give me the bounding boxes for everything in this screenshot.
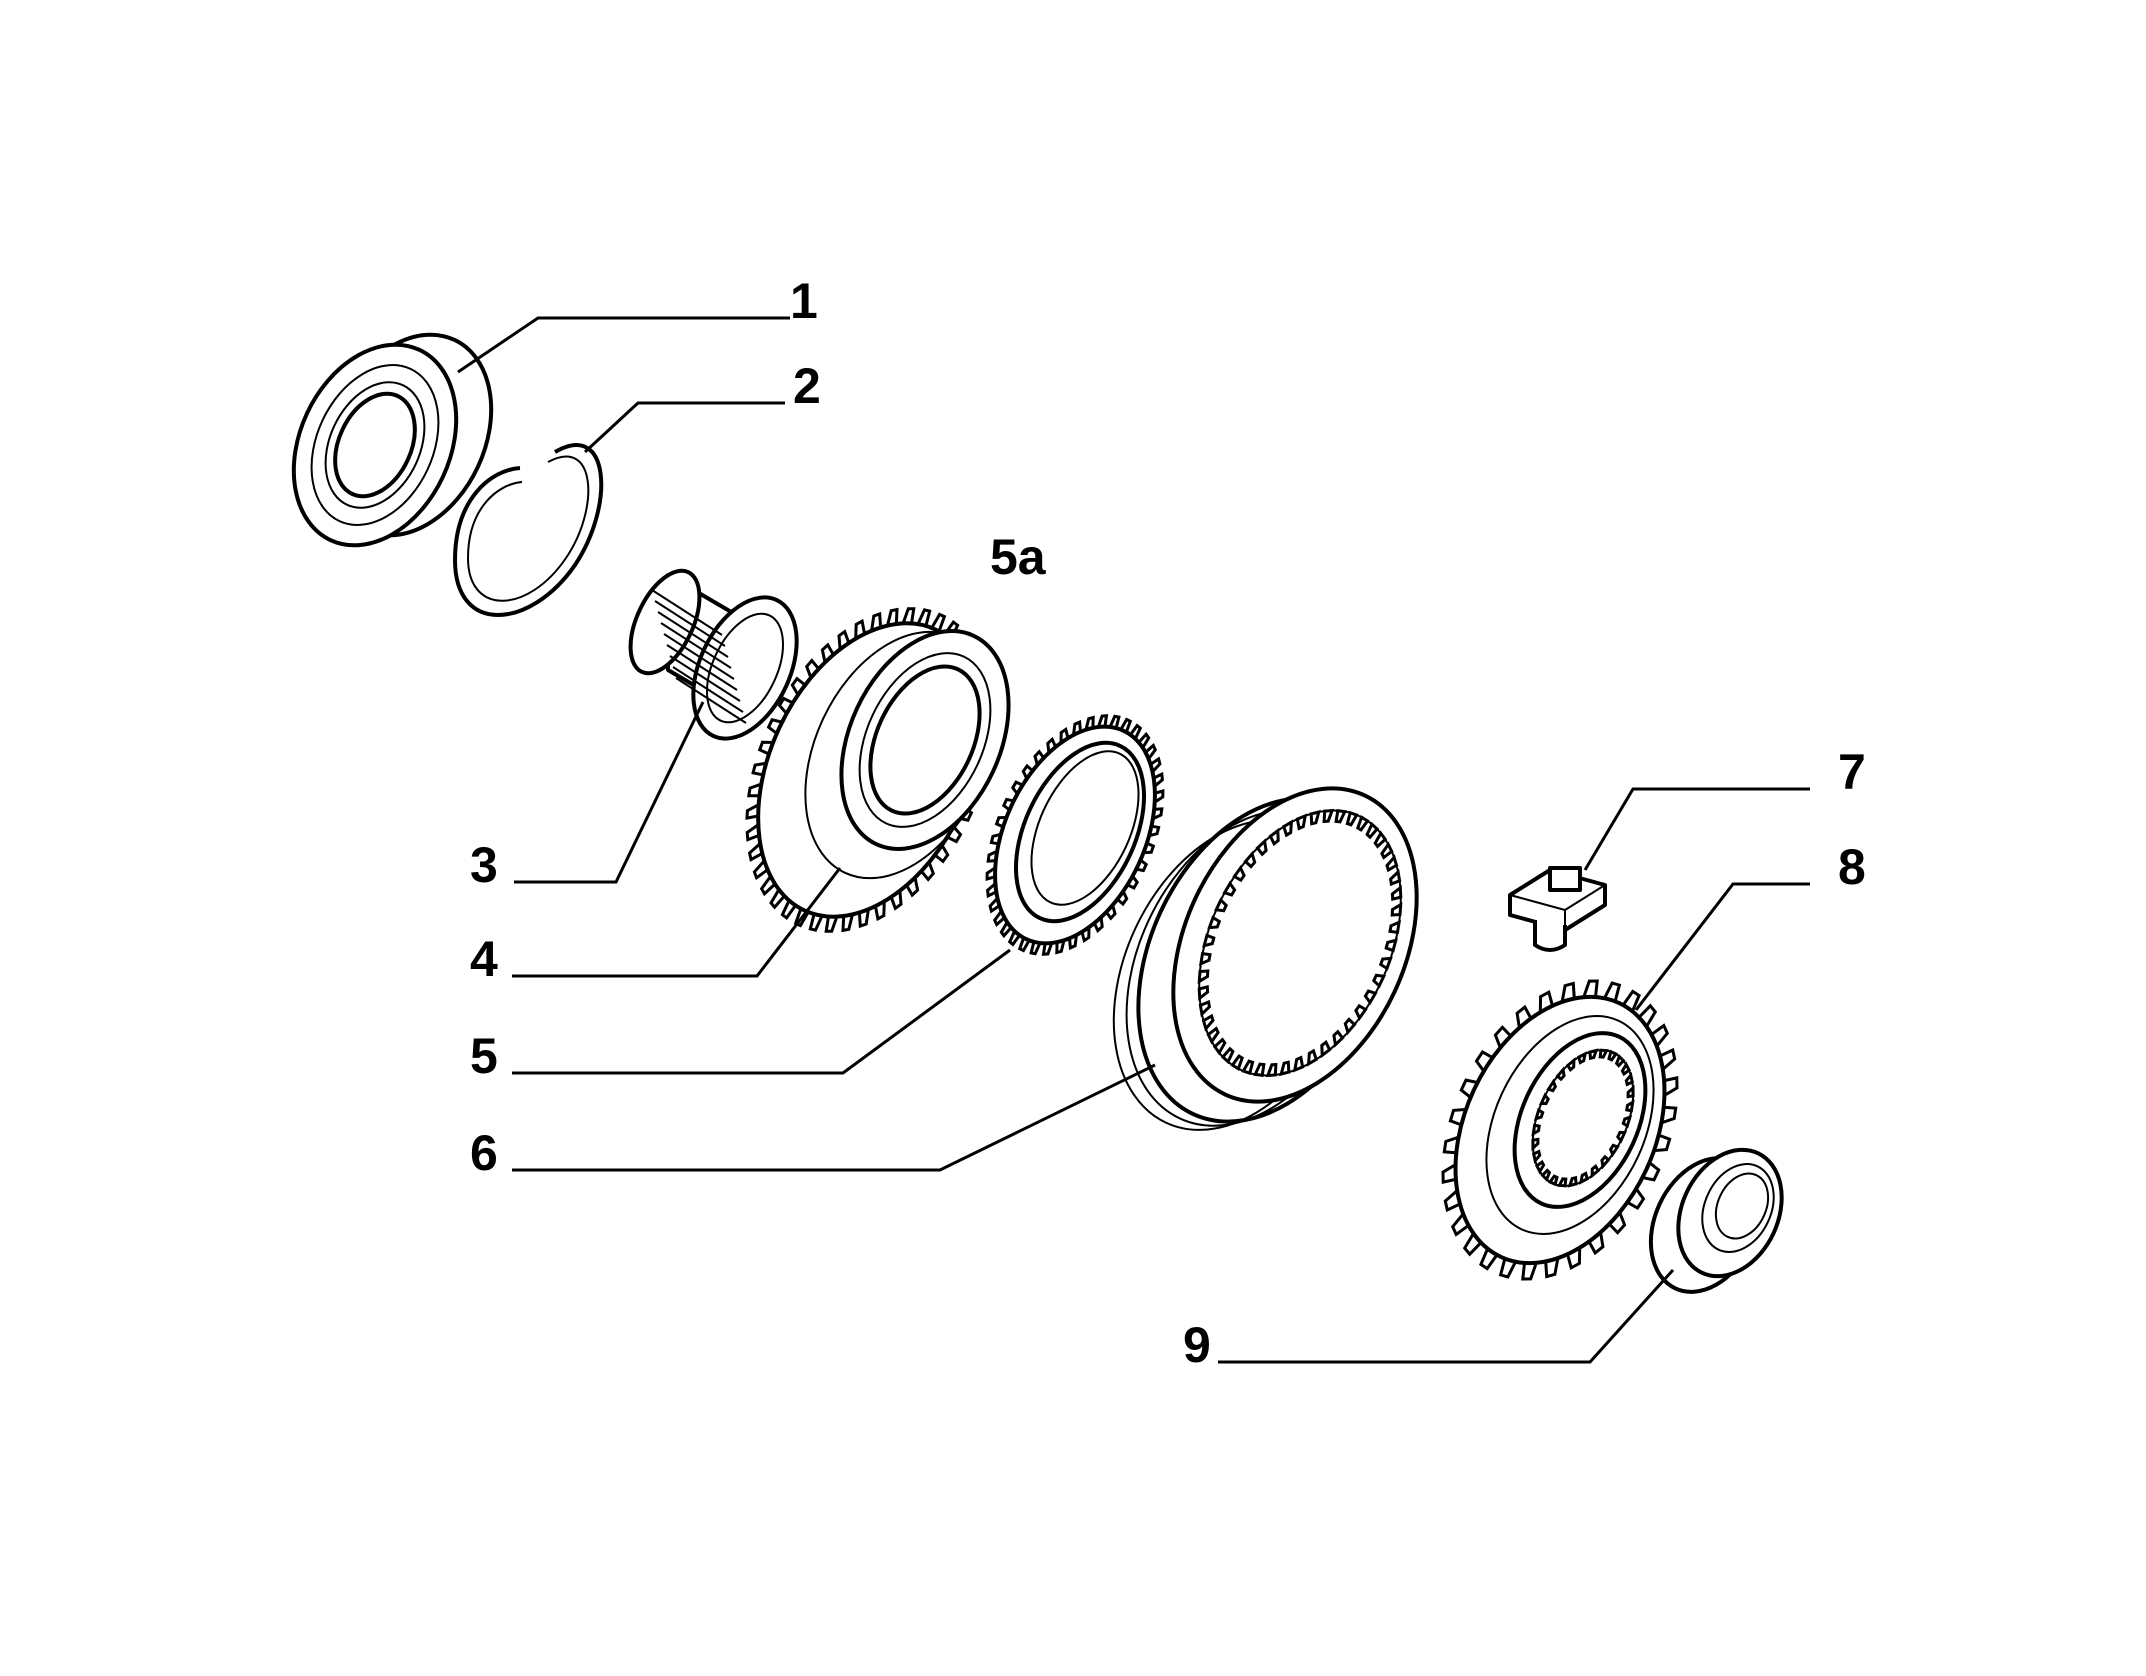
needle-lines — [651, 589, 747, 724]
part-4-gear — [745, 607, 1011, 933]
callout-8: 9 — [1183, 1317, 1211, 1373]
leader-1 — [457, 316, 790, 374]
callout-labels: 1 2 3 4 5 5a 6 7 8 9 — [470, 273, 1866, 1373]
part-6-sleeve — [1112, 786, 1419, 1131]
leader-3 — [514, 701, 705, 884]
leader-7 — [1583, 787, 1810, 871]
part-7-key — [1508, 866, 1607, 952]
callout-6: 6 — [470, 1125, 498, 1181]
part-2-snap-ring — [453, 443, 604, 617]
leader-4 — [512, 867, 842, 978]
callout-2: 2 — [793, 358, 821, 414]
part-8-nut — [1648, 1147, 1784, 1294]
part-3-needle-bearing — [628, 568, 799, 741]
leader-2 — [583, 401, 785, 454]
leader-lines — [457, 316, 1810, 1364]
leader-8 — [1218, 1268, 1675, 1364]
leader-5 — [512, 948, 1011, 1075]
callout-1: 1 — [790, 273, 818, 329]
part-9-hub — [1441, 979, 1679, 1281]
gear-9-teeth — [1441, 979, 1679, 1281]
leader-9 — [1634, 882, 1810, 1011]
callout-5: 5 — [470, 1028, 498, 1084]
leader-6 — [512, 1063, 1156, 1172]
callout-3: 3 — [470, 837, 498, 893]
callout-5a: 5a — [990, 529, 1047, 585]
part-5-synchro-ring — [985, 714, 1165, 956]
part-1-bearing — [291, 332, 494, 548]
callout-7: 7 — [1838, 744, 1866, 800]
callout-4: 4 — [470, 931, 498, 987]
callout-9: 8 — [1838, 839, 1866, 895]
